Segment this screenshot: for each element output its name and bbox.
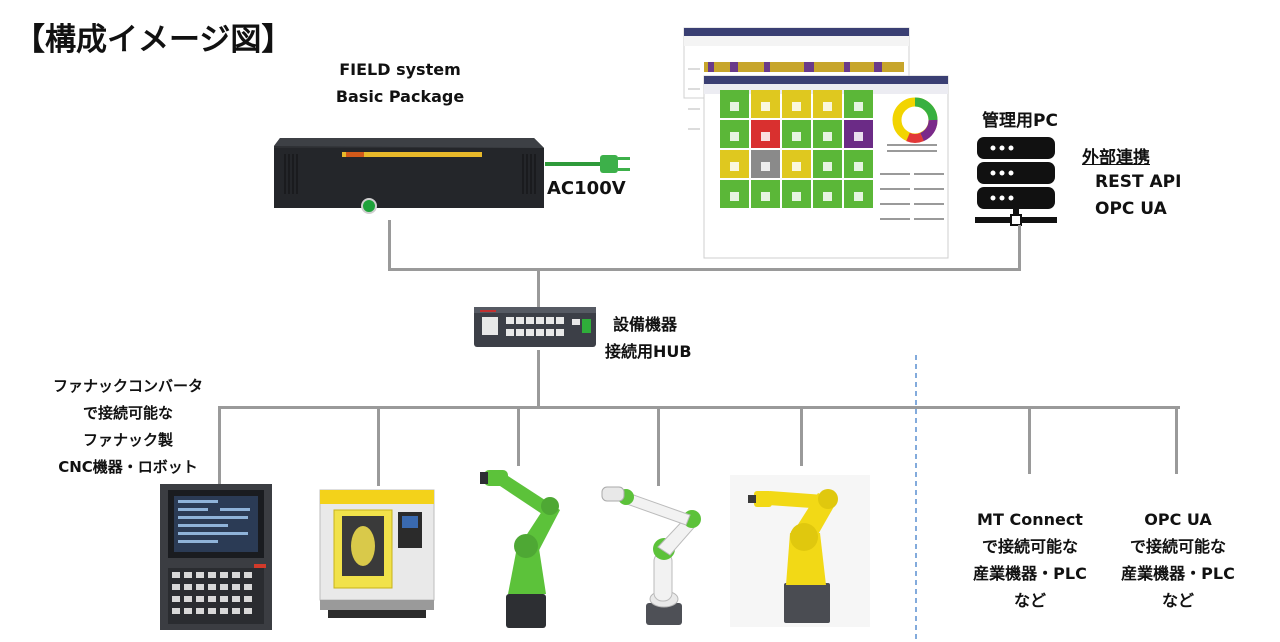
line-hub-down — [537, 350, 540, 408]
dashboard-tile-icon — [792, 102, 801, 111]
dashboard-tile-icon — [854, 102, 863, 111]
machining-center-icon — [319, 489, 435, 618]
line-top-horizontal — [388, 268, 1021, 271]
power-label: AC100V — [547, 178, 626, 199]
dashboard-tile-icon — [854, 132, 863, 141]
external-item-opc: OPC UA — [1095, 199, 1167, 219]
server-icon — [975, 137, 1057, 226]
opcua-label-line4: など — [1161, 591, 1194, 610]
dashboard-tile-icon — [761, 102, 770, 111]
fanuc-label-line3: ファナック製 — [82, 431, 173, 449]
package-label: FIELD system Basic Package — [330, 56, 470, 110]
opcua-label: OPC UA で接続可能な 産業機器・PLC など — [1108, 506, 1248, 614]
fanuc-label-line2: で接続可能な — [82, 404, 173, 422]
field-system-box-icon — [274, 138, 544, 214]
line-to-hub — [537, 268, 540, 308]
mtconnect-label-line1: MT Connect — [977, 510, 1083, 529]
fanuc-label: ファナックコンバータ で接続可能な ファナック製 CNC機器・ロボット — [48, 373, 208, 481]
drop-line-opcua — [1175, 406, 1178, 474]
dashboard-tile-icon — [730, 132, 739, 141]
dashboard-tile-icon — [730, 162, 739, 171]
drop-line-robot-yellow — [800, 406, 803, 466]
external-heading: 外部連携 — [1082, 148, 1150, 168]
fanuc-label-line4: CNC機器・ロボット — [58, 458, 198, 476]
mtconnect-label-line3: 産業機器・PLC — [973, 564, 1087, 583]
fanuc-label-line1: ファナックコンバータ — [52, 377, 203, 395]
power-plug-icon — [545, 155, 630, 173]
drop-line-cnc — [218, 406, 221, 486]
mtconnect-label: MT Connect で接続可能な 産業機器・PLC など — [960, 506, 1100, 614]
dashboard-tile-icon — [792, 162, 801, 171]
drop-line-robot-green — [517, 406, 520, 466]
package-label-line2: Basic Package — [335, 87, 465, 106]
network-hub-icon — [474, 307, 596, 347]
line-bottom-horizontal — [218, 406, 1180, 409]
dashboard-tile-icon — [854, 192, 863, 201]
line-pc-down — [1018, 225, 1021, 270]
pc-label: 管理用PC — [982, 111, 1058, 131]
yellow-robot-icon — [730, 475, 870, 627]
dashboard-tile-icon — [823, 132, 832, 141]
white-robot-icon — [601, 486, 701, 625]
package-label-line1: FIELD system — [339, 60, 461, 79]
opcua-label-line2: で接続可能な — [1129, 537, 1226, 556]
dashboard-tile-icon — [823, 192, 832, 201]
dashboard-tile-icon — [730, 102, 739, 111]
dashboard-tile-icon — [823, 102, 832, 111]
hub-label-line1: 設備機器 — [612, 315, 677, 334]
mtconnect-label-line2: で接続可能な — [981, 537, 1078, 556]
hub-label: 設備機器 接続用HUB — [605, 311, 692, 365]
opcua-label-line1: OPC UA — [1144, 510, 1212, 529]
dashed-separator — [915, 355, 917, 642]
dashboard-tile-icon — [730, 192, 739, 201]
dashboard-tile-icon — [792, 132, 801, 141]
drop-line-mtconnect — [1028, 406, 1031, 474]
cnc-controller-icon — [160, 484, 272, 630]
hub-label-line2: 接続用HUB — [605, 342, 692, 361]
dashboard-tile-icon — [761, 132, 770, 141]
dashboard-screenshot — [683, 27, 949, 259]
mtconnect-label-line4: など — [1013, 591, 1046, 610]
green-robot-icon — [480, 470, 560, 628]
dashboard-tile-icon — [823, 162, 832, 171]
drop-line-robot-white — [657, 406, 660, 486]
drop-line-machine — [377, 406, 380, 486]
opcua-label-line3: 産業機器・PLC — [1121, 564, 1235, 583]
dashboard-tile-icon — [854, 162, 863, 171]
external-item-rest: REST API — [1095, 172, 1182, 192]
dashboard-tile-icon — [761, 192, 770, 201]
line-package-down — [388, 220, 391, 270]
dashboard-tile-icon — [792, 192, 801, 201]
page-title: 【構成イメージ図】 — [14, 22, 293, 58]
dashboard-tile-icon — [761, 162, 770, 171]
